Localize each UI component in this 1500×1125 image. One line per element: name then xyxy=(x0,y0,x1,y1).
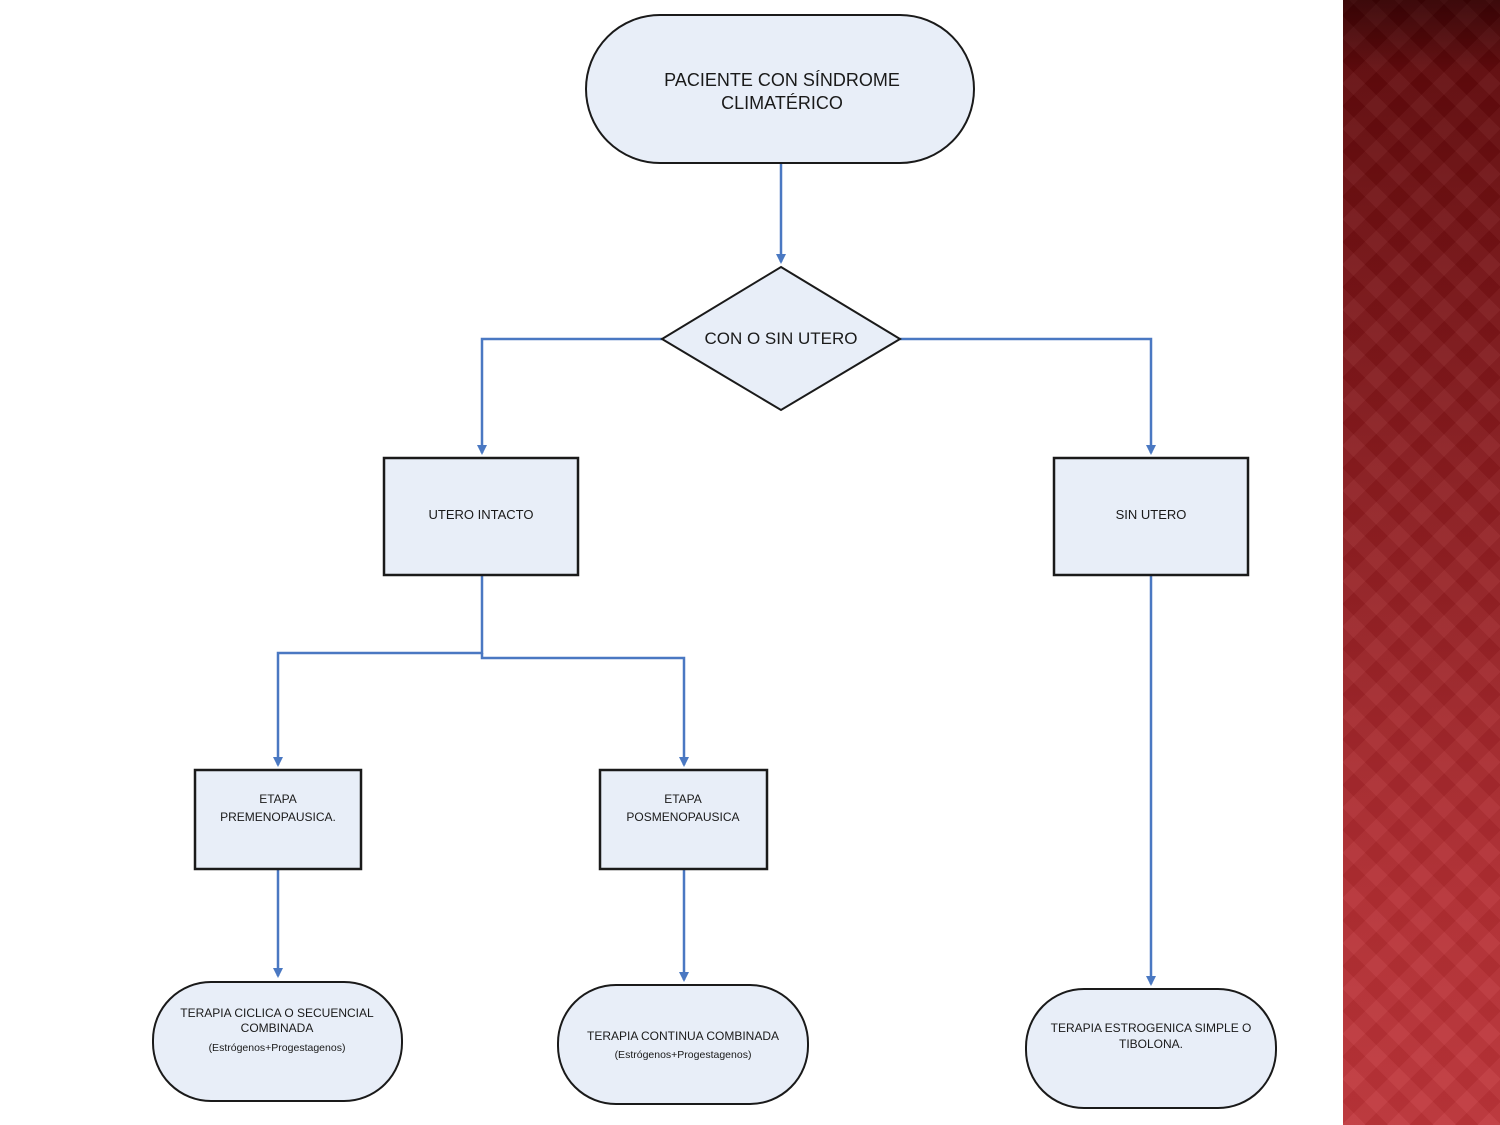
node-terapia-estrogenica-line1: TERAPIA ESTROGENICA SIMPLE O xyxy=(1051,1021,1252,1035)
node-terapia-ciclica-line2: COMBINADA xyxy=(241,1021,314,1035)
node-terapia-ciclica: TERAPIA CICLICA O SECUENCIAL COMBINADA (… xyxy=(152,981,403,1102)
node-terapia-continua: TERAPIA CONTINUA COMBINADA (Estrógenos+P… xyxy=(557,984,809,1105)
node-terapia-ciclica-line3: (Estrógenos+Progestagenos) xyxy=(209,1042,346,1054)
decorative-side-panel xyxy=(1343,0,1500,1125)
connector-decision-sin-utero xyxy=(900,337,1156,455)
node-terapia-continua-line1: TERAPIA CONTINUA COMBINADA xyxy=(587,1029,779,1043)
node-terapia-estrogenica-line2: TIBOLONA. xyxy=(1119,1037,1183,1051)
node-terapia-ciclica-line1: TERAPIA CICLICA O SECUENCIAL xyxy=(180,1006,374,1020)
connector-utero-premenopausica xyxy=(273,576,484,767)
side-panel-shade xyxy=(1343,0,1500,70)
node-decision: CON O SIN UTERO xyxy=(660,265,902,412)
node-sin-utero: SIN UTERO xyxy=(1052,456,1250,577)
node-premenopausica: ETAPA PREMENOPAUSICA. xyxy=(193,768,363,871)
connector-utero-posmenopausica xyxy=(480,653,689,767)
node-posmenopausica-line1: ETAPA xyxy=(664,792,702,806)
node-utero-intacto-label: UTERO INTACTO xyxy=(429,507,534,522)
connectors xyxy=(273,163,1156,986)
node-terapia-continua-line2: (Estrógenos+Progestagenos) xyxy=(615,1049,752,1061)
node-premenopausica-line1: ETAPA xyxy=(259,792,297,806)
connector-decision-utero-intacto xyxy=(477,337,662,455)
flowchart: PACIENTE CON SÍNDROME CLIMATÉRICO CON O … xyxy=(152,14,1277,1109)
node-sin-utero-label: SIN UTERO xyxy=(1116,507,1187,522)
node-decision-label: CON O SIN UTERO xyxy=(704,329,857,348)
node-start-line1: PACIENTE CON SÍNDROME xyxy=(664,70,900,90)
node-terapia-estrogenica: TERAPIA ESTROGENICA SIMPLE O TIBOLONA. xyxy=(1025,988,1277,1109)
node-posmenopausica-line2: POSMENOPAUSICA xyxy=(626,810,739,824)
node-posmenopausica: ETAPA POSMENOPAUSICA xyxy=(598,768,769,871)
node-start-line2: CLIMATÉRICO xyxy=(721,93,843,113)
node-utero-intacto: UTERO INTACTO xyxy=(382,456,580,577)
node-start: PACIENTE CON SÍNDROME CLIMATÉRICO xyxy=(585,14,975,164)
node-premenopausica-line2: PREMENOPAUSICA. xyxy=(220,810,336,824)
